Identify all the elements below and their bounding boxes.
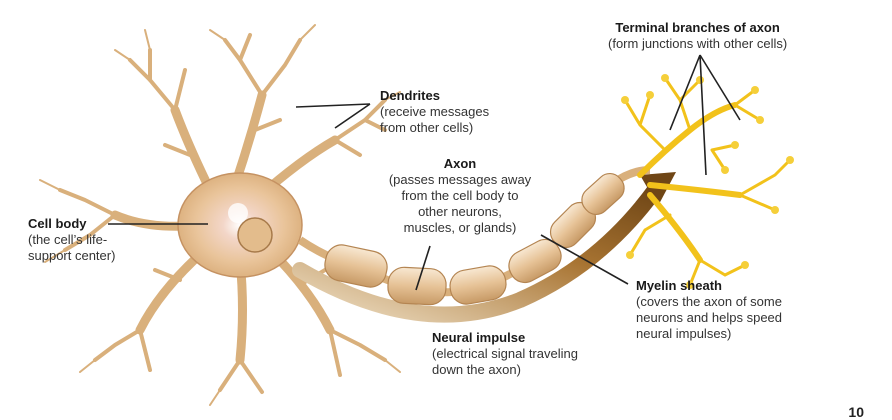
terminal-title: Terminal branches of axon <box>615 20 780 35</box>
axon-desc-3: other neurons, <box>418 204 502 219</box>
dendrites-leader <box>295 103 371 129</box>
cellbody-desc-2: support center) <box>28 248 116 263</box>
dendrites-desc-2: from other cells) <box>380 120 474 135</box>
myelin-desc-3: neural impulses) <box>636 326 732 341</box>
cellbody-desc-1: (the cell’s life- <box>28 232 108 247</box>
dendrites-desc-1: (receive messages <box>380 104 490 119</box>
axon-title: Axon <box>443 156 477 171</box>
impulse-arrow-head <box>640 172 676 206</box>
myelin-sheath-label: Myelin sheath (covers the axon of some n… <box>636 278 782 342</box>
terminal-leader <box>669 54 741 176</box>
impulse-desc-2: down the axon) <box>432 362 521 377</box>
nucleus <box>237 217 273 253</box>
myelin-desc-2: neurons and helps speed <box>636 310 783 325</box>
page-number: 10 <box>848 404 864 420</box>
cell-body-label: Cell body (the cell’s life- support cent… <box>28 216 115 264</box>
cell-body-shape <box>177 172 303 278</box>
myelin-leader <box>540 234 629 285</box>
neural-impulse-label: Neural impulse (electrical signal travel… <box>432 330 578 378</box>
impulse-arrow-body <box>292 182 663 323</box>
dendrites-label: Dendrites (receive messages from other c… <box>380 88 489 136</box>
axon-desc-1: (passes messages away <box>388 172 532 187</box>
axon-desc-4: muscles, or glands) <box>403 220 517 235</box>
terminal-branches-label: Terminal branches of axon (form junction… <box>608 20 787 52</box>
impulse-desc-1: (electrical signal traveling <box>432 346 578 361</box>
myelin-title: Myelin sheath <box>636 278 722 293</box>
terminal-desc: (form junctions with other cells) <box>608 36 788 51</box>
axon-label: Axon (passes messages away from the cell… <box>375 156 545 236</box>
axon-desc-2: from the cell body to <box>401 188 519 203</box>
leader-lines <box>108 54 741 291</box>
cellbody-title: Cell body <box>28 216 87 231</box>
myelin-desc-1: (covers the axon of some <box>636 294 782 309</box>
axon-leader <box>415 245 431 291</box>
impulse-title: Neural impulse <box>432 330 526 345</box>
dendrites-title: Dendrites <box>380 88 440 103</box>
